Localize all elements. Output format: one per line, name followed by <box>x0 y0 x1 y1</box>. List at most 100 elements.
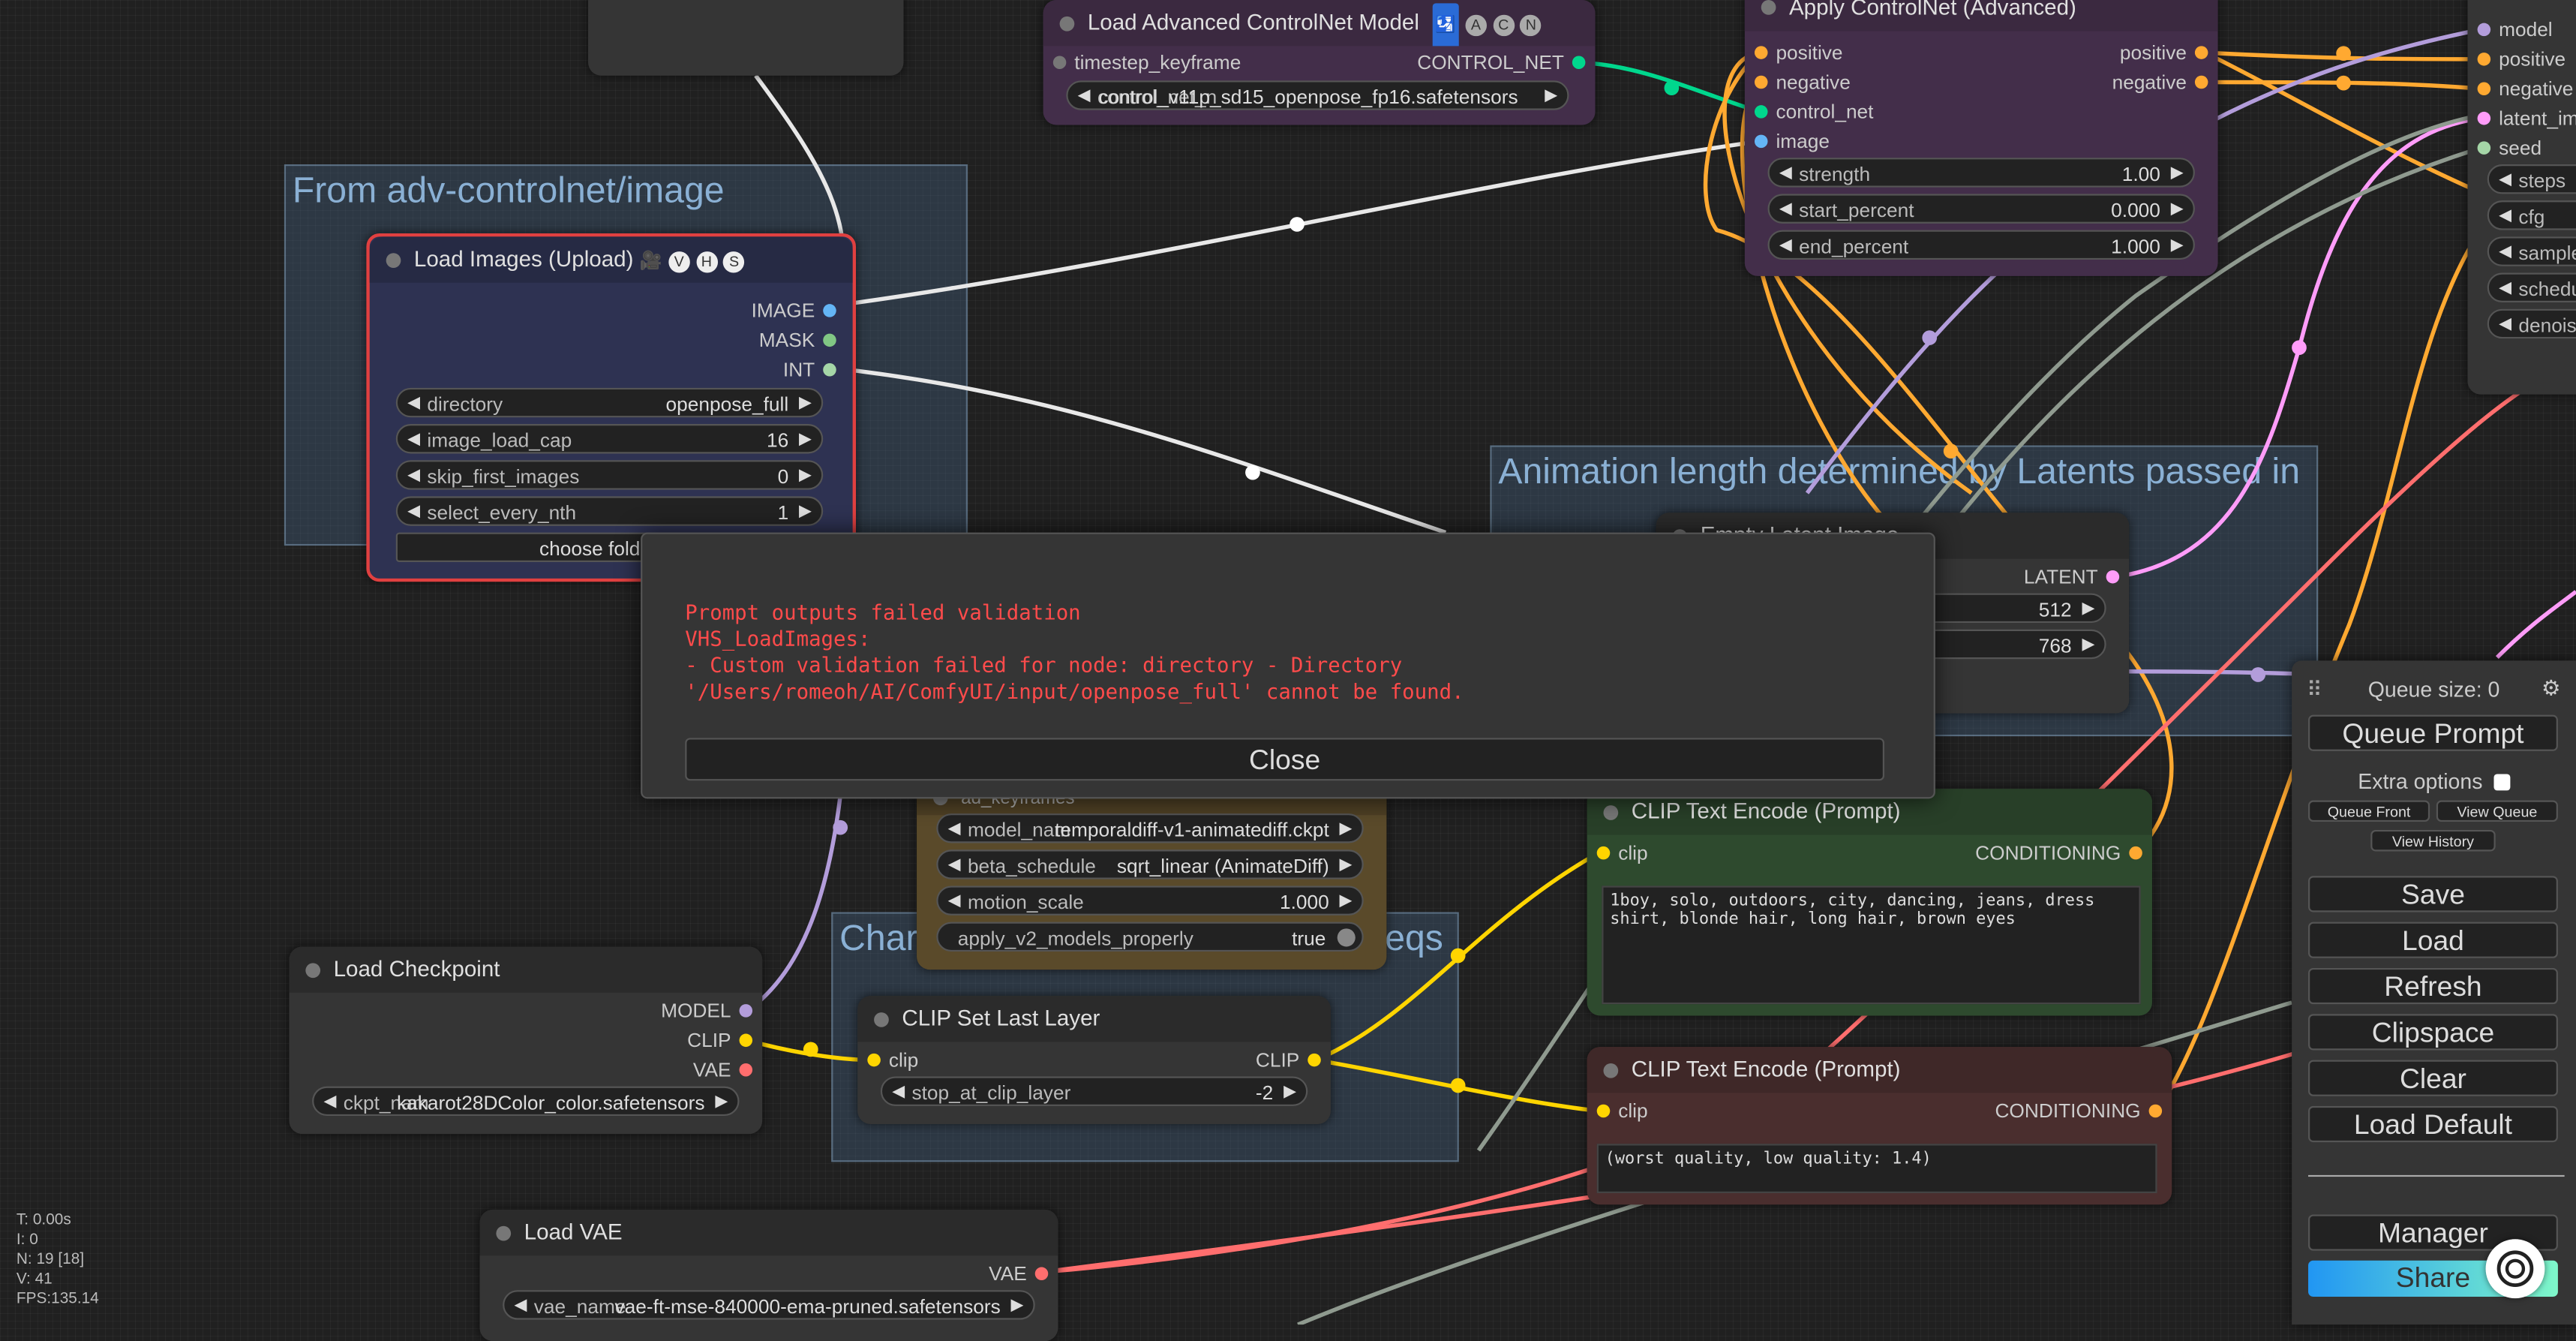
arrow-right-icon[interactable]: ▶ <box>2170 200 2184 219</box>
input-clip[interactable]: clip <box>1593 841 1648 864</box>
input-positive[interactable]: positive <box>2474 48 2565 71</box>
arrow-right-icon[interactable]: ▶ <box>2170 236 2184 255</box>
share-logo-icon[interactable] <box>2485 1239 2545 1299</box>
clear-button[interactable]: Clear <box>2308 1060 2558 1096</box>
controlnet-name-widget[interactable]: ◀ control_net_n control_v11p_sd15_openpo… <box>1066 80 1569 110</box>
slot-dot[interactable] <box>823 304 836 317</box>
slot-dot[interactable] <box>1308 1053 1321 1067</box>
collapse-dot[interactable] <box>1761 0 1776 15</box>
arrow-right-icon[interactable]: ▶ <box>799 394 812 413</box>
slot-dot[interactable] <box>739 1004 753 1018</box>
reroute-dot[interactable] <box>1921 329 1936 344</box>
view-queue-button[interactable]: View Queue <box>2436 800 2558 822</box>
output-vae[interactable]: VAE <box>693 1058 755 1081</box>
arrow-left-icon[interactable]: ◀ <box>1077 87 1091 106</box>
collapse-dot[interactable] <box>496 1225 512 1241</box>
node-title[interactable]: CLIP Set Last Layer <box>857 996 1331 1042</box>
slot-dot[interactable] <box>1596 1104 1611 1118</box>
arrow-left-icon[interactable]: ◀ <box>2499 279 2511 298</box>
drag-handle-icon[interactable]: ⠿ <box>2306 677 2322 702</box>
slot-dot[interactable] <box>2194 46 2208 59</box>
arrow-left-icon[interactable]: ◀ <box>407 394 421 413</box>
reroute-dot[interactable] <box>1449 1077 1465 1093</box>
arrow-right-icon[interactable]: ▶ <box>799 466 812 486</box>
arrow-left-icon[interactable]: ◀ <box>2499 243 2511 262</box>
toggle-knob-icon[interactable] <box>1337 928 1356 947</box>
node-load-checkpoint[interactable]: Load Checkpoint MODEL CLIP VAE ◀ckpt_nam… <box>289 946 763 1135</box>
slot-dot[interactable] <box>2477 141 2491 155</box>
arrow-left-icon[interactable]: ◀ <box>514 1296 527 1315</box>
output-clip[interactable]: CLIP <box>1256 1048 1324 1072</box>
collapse-dot[interactable] <box>386 253 401 268</box>
reroute-dot[interactable] <box>2335 45 2350 60</box>
arrow-left-icon[interactable]: ◀ <box>892 1083 905 1102</box>
node-ksampler[interactable]: model positive negative latent_ima seed … <box>2467 0 2576 395</box>
slot-dot[interactable] <box>1034 1267 1049 1281</box>
input-model[interactable]: model <box>2474 18 2553 41</box>
slot-dot[interactable] <box>2194 75 2208 89</box>
slot-dot[interactable] <box>823 363 836 377</box>
slot-dot[interactable] <box>867 1053 881 1067</box>
collapse-dot[interactable] <box>874 1012 889 1027</box>
slot-dot[interactable] <box>823 333 836 347</box>
node-title[interactable]: Load Advanced ControlNet Model 🛂 A C N <box>1043 0 1596 47</box>
reroute-dot[interactable] <box>1449 947 1465 963</box>
output-conditioning[interactable]: CONDITIONING <box>1995 1099 2165 1123</box>
sampler-widget[interactable]: ◀sample <box>2487 236 2576 266</box>
steps-widget[interactable]: ◀steps <box>2487 164 2576 194</box>
reroute-dot[interactable] <box>2291 339 2306 354</box>
arrow-left-icon[interactable]: ◀ <box>407 430 421 449</box>
arrow-left-icon[interactable]: ◀ <box>407 466 421 486</box>
slot-dot[interactable] <box>2477 23 2491 37</box>
arrow-right-icon[interactable]: ▶ <box>1339 856 1353 875</box>
load-button[interactable]: Load <box>2308 922 2558 958</box>
node-load-advanced-controlnet[interactable]: Load Advanced ControlNet Model 🛂 A C N t… <box>1043 0 1596 125</box>
save-button[interactable]: Save <box>2308 876 2558 913</box>
slot-dot[interactable] <box>1052 56 1067 69</box>
arrow-right-icon[interactable]: ▶ <box>1545 87 1558 106</box>
arrow-left-icon[interactable]: ◀ <box>407 503 421 522</box>
node-title[interactable]: Load VAE <box>479 1209 1058 1256</box>
input-negative[interactable]: negative <box>2474 77 2573 101</box>
node-animatediff-loader[interactable]: ad_keyframes ◀model_namtemporaldiff-v1-a… <box>917 779 1387 970</box>
arrow-right-icon[interactable]: ▶ <box>1283 1083 1296 1102</box>
output-conditioning[interactable]: CONDITIONING <box>1975 841 2145 864</box>
output-positive[interactable]: positive <box>2120 41 2211 64</box>
clipspace-button[interactable]: Clipspace <box>2308 1014 2558 1051</box>
arrow-left-icon[interactable]: ◀ <box>947 892 961 911</box>
arrow-left-icon[interactable]: ◀ <box>1779 200 1792 219</box>
output-control-net[interactable]: CONTROL_NET <box>1417 51 1589 74</box>
input-latent-image[interactable]: latent_ima <box>2474 107 2576 130</box>
collapse-dot[interactable] <box>305 963 321 979</box>
slot-dot[interactable] <box>2106 570 2120 584</box>
node-title[interactable]: Load Checkpoint <box>289 946 763 993</box>
output-vae[interactable]: VAE <box>989 1262 1051 1285</box>
reroute-dot[interactable] <box>1663 80 1679 95</box>
input-clip[interactable]: clip <box>864 1048 918 1072</box>
output-clip[interactable]: CLIP <box>687 1029 755 1052</box>
slot-dot[interactable] <box>2477 82 2491 96</box>
node-clip-text-encode-positive[interactable]: CLIP Text Encode (Prompt) clip CONDITION… <box>1587 789 2152 1016</box>
arrow-right-icon[interactable]: ▶ <box>799 430 812 449</box>
cfg-widget[interactable]: ◀cfg <box>2487 200 2576 230</box>
refresh-button[interactable]: Refresh <box>2308 967 2558 1005</box>
arrow-left-icon[interactable]: ◀ <box>323 1093 337 1111</box>
arrow-right-icon[interactable]: ▶ <box>2082 600 2095 618</box>
denoise-widget[interactable]: ◀denois <box>2487 308 2576 339</box>
reroute-dot[interactable] <box>802 1041 818 1057</box>
arrow-left-icon[interactable]: ◀ <box>2499 206 2511 226</box>
collapse-dot[interactable] <box>1603 1063 1619 1078</box>
node-title[interactable]: CLIP Text Encode (Prompt) <box>1587 1047 2172 1093</box>
reroute-dot[interactable] <box>1942 443 1958 458</box>
slot-dot[interactable] <box>1754 75 1768 89</box>
slot-dot[interactable] <box>1754 46 1768 59</box>
